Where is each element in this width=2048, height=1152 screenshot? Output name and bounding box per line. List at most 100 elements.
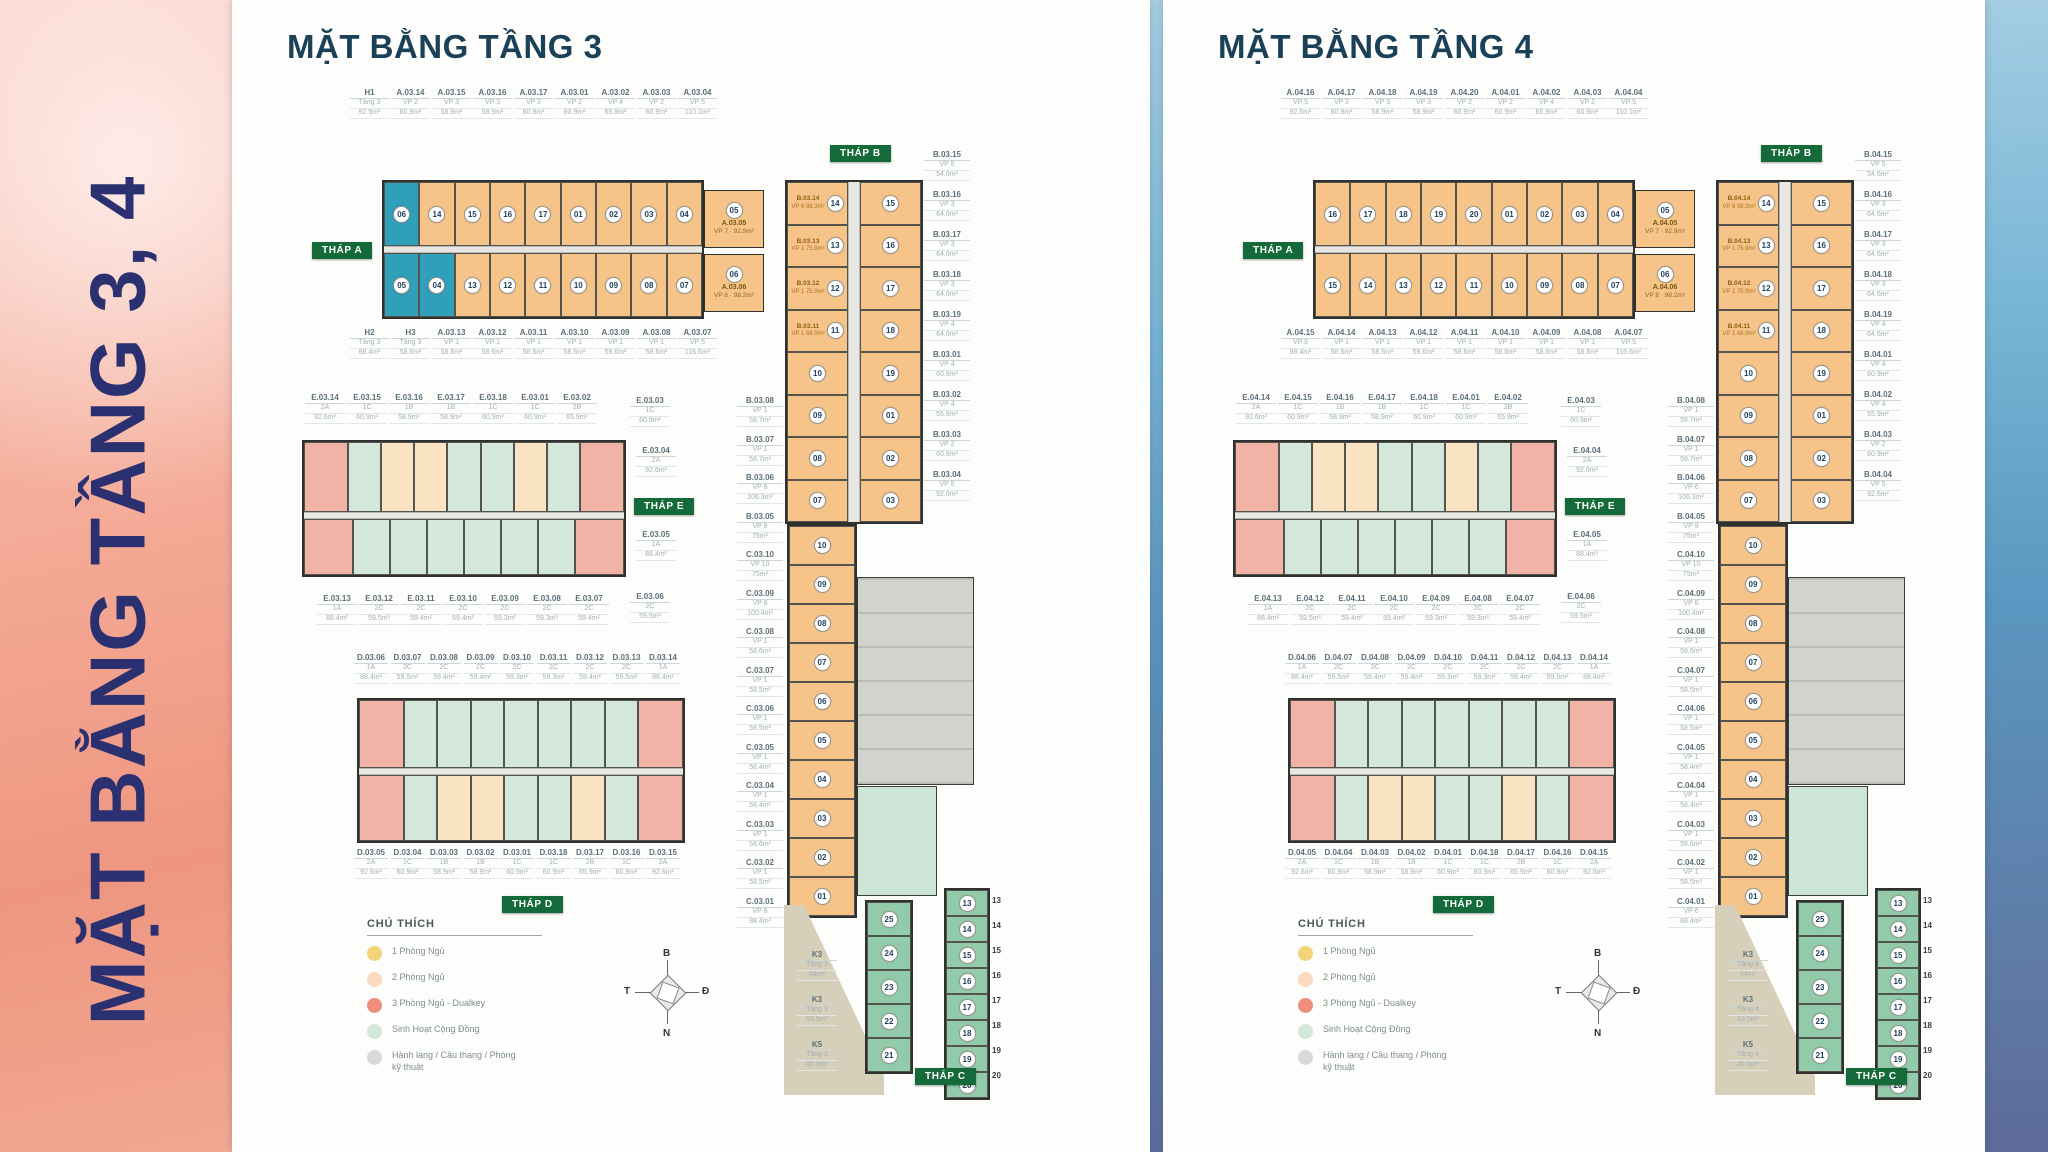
unit-label-area: 58.9m²: [1320, 414, 1360, 425]
unit-label-area: 55.9m²: [924, 411, 970, 422]
unit-label-area: 59.3m²: [1416, 615, 1456, 626]
unit-label-type: VP 5: [1609, 99, 1648, 110]
unit-cell: [359, 700, 404, 768]
unit-number: 05: [1744, 732, 1762, 749]
technical-gray-block: [1788, 577, 1905, 785]
unit-label-type: 1B: [1320, 404, 1360, 415]
legend-item-label: Hành lang / Cầu thang / Phòng kỹ thuật: [1323, 1050, 1447, 1072]
unit-label-id: A.04.09: [1527, 328, 1566, 340]
unit-cell: 18: [860, 309, 921, 352]
unit-label-area: 58.6m²: [1668, 648, 1714, 659]
unit-cell: 18: [946, 1020, 988, 1046]
unit-label-id: A.04.02: [1527, 88, 1566, 100]
unit-cell: [638, 700, 684, 768]
unit-number: 24: [880, 944, 898, 962]
unit-label-area: 92.6m²: [1285, 869, 1319, 880]
unit-cell: 07: [1720, 643, 1786, 682]
unit-label-id: C.04.04: [1668, 781, 1714, 793]
unit-label-area: 60.9m²: [1486, 109, 1525, 120]
unit-cell: [504, 700, 538, 768]
unit-cell: 08: [631, 253, 667, 317]
unit-cell: 02: [789, 838, 855, 877]
unit-label-id: A.04.07: [1609, 328, 1648, 340]
unit-label-id: E.04.12: [1290, 594, 1330, 606]
unit-label-area: 58.6m²: [555, 349, 594, 360]
unit-number: 08: [1571, 276, 1589, 294]
tower-b-corridor: [848, 182, 860, 522]
unit-label-id: E.04.16: [1320, 393, 1360, 405]
unit-label-area: 59.5m²: [1540, 674, 1575, 685]
unit-label-area: 58.6m²: [1486, 349, 1525, 360]
unit-cell: 15: [454, 182, 490, 246]
unit-label-area: 58.6m²: [1322, 349, 1361, 360]
unit-label-type: VP 10: [1668, 561, 1714, 572]
unit-label-id: D.04.13: [1540, 653, 1575, 665]
unit-cell: 08: [1562, 253, 1598, 317]
unit-label-area: 58.4m²: [1668, 802, 1714, 813]
unit-number: 04: [1744, 771, 1762, 788]
unit-label-area: 58.6m²: [1668, 841, 1714, 851]
unit-label-type: 2B: [573, 859, 607, 870]
unit-label-id: D.04.14: [1577, 653, 1611, 665]
unit-label-type: VP 1: [1668, 715, 1714, 726]
unit-label-id: B.04.19: [1855, 310, 1901, 322]
unit-cell: [1368, 775, 1402, 841]
tower-badge: THÁP E: [634, 498, 695, 515]
unit-cell: [1312, 442, 1346, 512]
unit-label-id: D.04.02: [1394, 848, 1429, 860]
unit-label-area: 88.4m²: [350, 349, 389, 360]
unit-number: 15: [463, 205, 481, 223]
unit-label-type: VP 1: [737, 869, 783, 880]
tower-badge: THÁP C: [1846, 1068, 1907, 1085]
legend-color-dot: [367, 972, 382, 987]
unit-label-area: 88.4m²: [1577, 674, 1611, 685]
unit-cell: 01: [560, 182, 596, 246]
unit-label-type: 2C: [609, 664, 644, 675]
unit-label-id: D.04.10: [1431, 653, 1465, 665]
unit-number: 13: [1889, 894, 1907, 912]
unit-label-area: 65.9m²: [573, 869, 607, 880]
compass-west-label: T: [1555, 986, 1562, 997]
unit-number: 14: [958, 920, 976, 938]
unit-cell: 19: [1877, 1046, 1919, 1072]
unit-number: 08: [809, 449, 826, 467]
unit-label-type: VP 3: [1363, 99, 1402, 110]
unit-label-id: B.04.06: [1668, 473, 1714, 485]
unit-label-id: A.04.01: [1486, 88, 1525, 100]
unit-cell: [1435, 775, 1469, 841]
unit-label-area: 58.9m²: [1363, 109, 1402, 120]
unit-label-id: B.03.05: [737, 512, 783, 523]
unit-label-area: 106.3m²: [737, 494, 783, 505]
unit-label-id: E.04.17: [1362, 393, 1402, 405]
unit-label-id: E.04.02: [1488, 393, 1528, 405]
unit-label-id: E.03.06: [630, 592, 670, 604]
unit-cell: 10: [560, 253, 596, 317]
unit-cell: 20: [1456, 182, 1492, 246]
unit-number-outer: 14: [1923, 921, 1932, 930]
unit-label-id: C.03.05: [737, 743, 783, 754]
unit-cell: [470, 700, 505, 768]
unit-label-type: Tầng 3: [797, 1051, 837, 1062]
unit-number: 01: [569, 205, 587, 223]
unit-label-id: A.03.13: [432, 328, 471, 340]
